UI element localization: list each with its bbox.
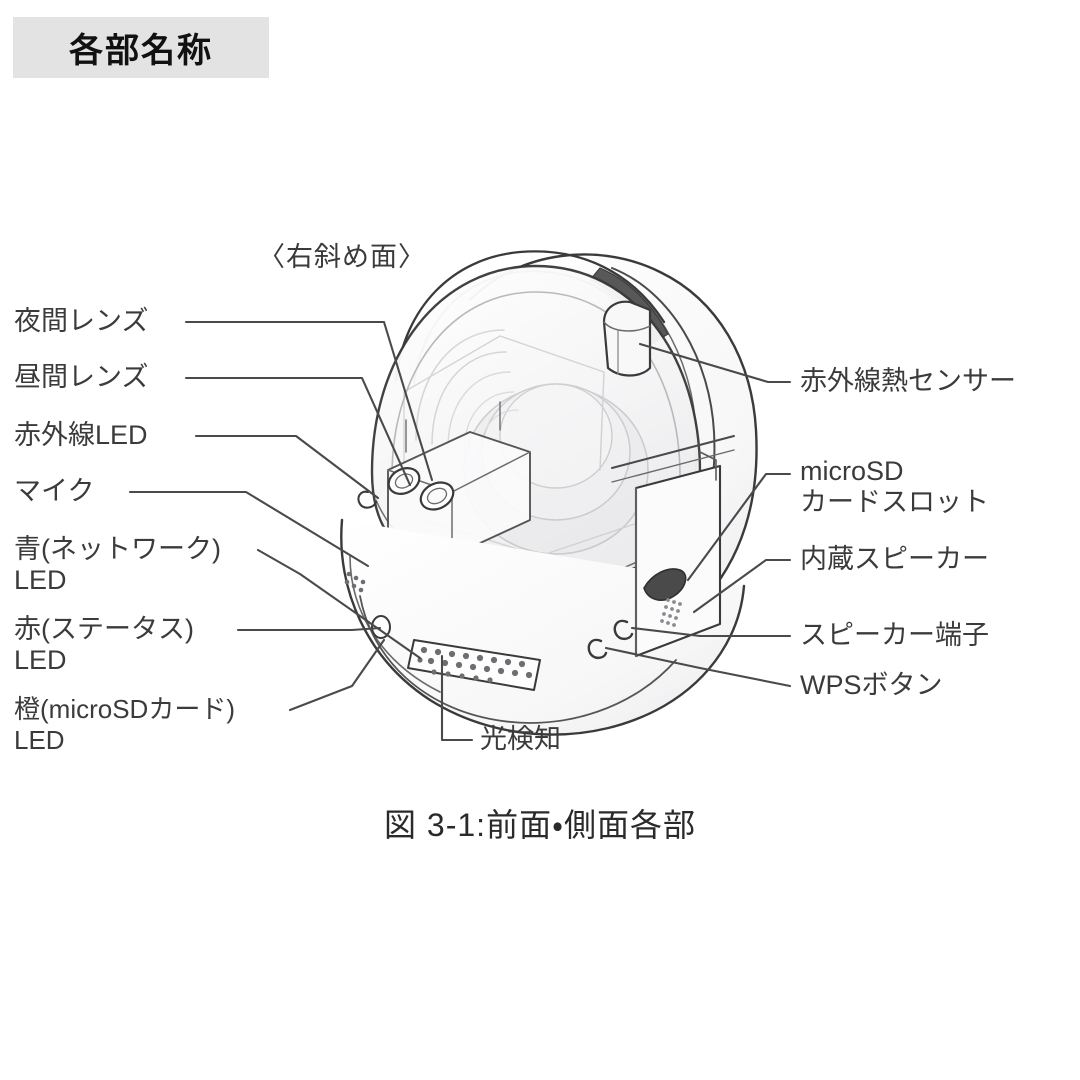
- label-day-lens: 昼間レンズ: [14, 362, 148, 393]
- label-wps-button: WPSボタン: [800, 670, 943, 701]
- leader-blue-led: [256, 548, 422, 660]
- leader-ir-heat-sensor: [638, 342, 792, 384]
- label-red-led-text: 赤(ステータス): [14, 614, 194, 644]
- label-light-detect: 光検知: [480, 724, 561, 755]
- label-ir-led-text: 赤外線LED: [14, 420, 148, 450]
- label-orange-led-text: 橙(microSDカード): [14, 694, 235, 724]
- leader-speaker-jack: [630, 626, 792, 638]
- label-blue-led: 青(ネットワーク) LED: [14, 534, 221, 596]
- label-night-lens-text: 夜間レンズ: [14, 306, 149, 336]
- label-blue-led-text: 青(ネットワーク): [14, 534, 221, 564]
- label-microsd-slot: microSD カードスロット: [800, 456, 989, 518]
- label-speaker-jack: スピーカー端子: [800, 620, 989, 651]
- label-microphone: マイク: [14, 476, 94, 507]
- label-orange-led: 橙(microSDカード) LED: [14, 694, 235, 756]
- leader-microphone: [128, 490, 370, 568]
- label-red-led: 赤(ステータス) LED: [14, 614, 194, 676]
- label-blue-led-text2: LED: [14, 565, 67, 595]
- label-speaker-jack-text: スピーカー端子: [800, 620, 989, 650]
- label-microphone-text: マイク: [14, 476, 95, 506]
- label-microsd-slot-text: microSD: [800, 456, 904, 486]
- label-ir-heat-sensor-text: 赤外線熱センサー: [800, 366, 1016, 396]
- label-day-lens-text: 昼間レンズ: [14, 362, 149, 392]
- mount-bracket-rails: [611, 435, 735, 483]
- microsd-slot-glyph: [643, 568, 687, 601]
- ir-led-glyph: [357, 490, 378, 509]
- view-annotation: 〈右斜め面〉: [258, 242, 426, 272]
- section-header-band: [13, 17, 269, 78]
- leader-orange-led: [288, 638, 386, 712]
- leader-microsd-slot: [686, 472, 792, 582]
- label-ir-heat-sensor: 赤外線熱センサー: [800, 366, 1016, 397]
- wps-button-glyph: [587, 638, 608, 660]
- label-orange-led-text2: LED: [14, 725, 65, 755]
- label-microsd-slot-text2: カードスロット: [800, 487, 989, 517]
- leader-day-lens: [184, 376, 412, 487]
- label-red-led-text2: LED: [14, 645, 67, 675]
- speaker-jack-glyph: [613, 619, 634, 641]
- side-speaker-grille: [660, 598, 682, 627]
- page-title: 各部名称: [69, 32, 213, 70]
- figure-caption: 図 3-1:前面・側面各部: [384, 807, 696, 843]
- front-grille: [407, 639, 541, 691]
- label-ir-led: 赤外線LED: [14, 420, 148, 451]
- leader-wps-button: [604, 646, 792, 688]
- ir-heat-sensor-tab: [602, 300, 652, 377]
- leader-night-lens: [184, 320, 434, 482]
- led-indicator-cluster: [344, 571, 391, 639]
- light-sensor-glyph: [371, 615, 391, 639]
- leader-ir-led: [194, 434, 380, 500]
- label-light-detect-text: 光検知: [480, 724, 561, 754]
- label-wps-button-text: WPSボタン: [800, 670, 943, 700]
- label-builtin-speaker-text: 内蔵スピーカー: [800, 544, 989, 574]
- leader-red-led: [236, 626, 382, 632]
- label-builtin-speaker: 内蔵スピーカー: [800, 544, 989, 575]
- leader-light-detect: [440, 654, 474, 742]
- label-night-lens: 夜間レンズ: [14, 306, 148, 337]
- leader-builtin-speaker: [692, 558, 792, 614]
